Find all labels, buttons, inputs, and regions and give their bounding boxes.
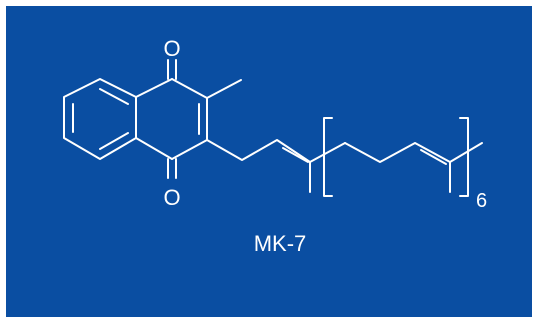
background-panel — [6, 6, 532, 317]
carbonyl-bottom — [167, 158, 177, 179]
compound-name: MK-7 — [254, 231, 307, 256]
benzene-ring — [63, 78, 137, 160]
carbonyl-top — [167, 59, 177, 80]
right-bracket — [459, 117, 469, 197]
left-bracket — [323, 117, 333, 197]
oxygen-bottom-label: O — [163, 185, 180, 210]
oxygen-top-label: O — [163, 36, 180, 61]
repeat-unit — [344, 142, 483, 193]
quinone-ring — [135, 78, 208, 160]
side-chain — [206, 139, 346, 193]
methyl-bond — [206, 79, 242, 99]
repeat-count: 6 — [476, 190, 487, 212]
